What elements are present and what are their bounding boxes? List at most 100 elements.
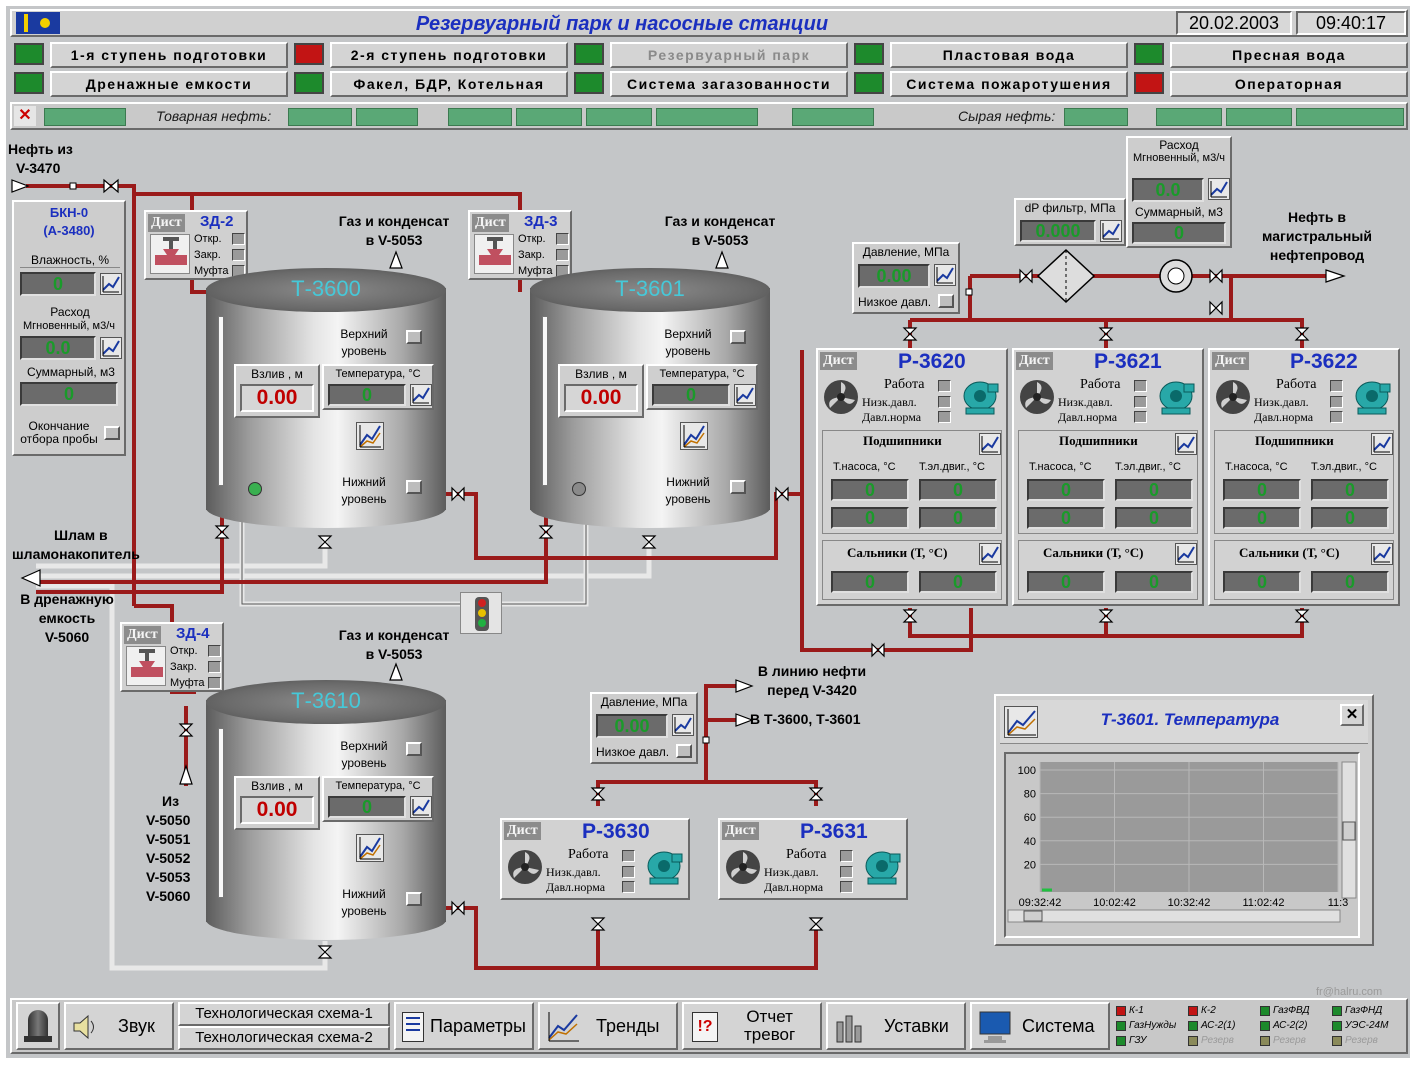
- fan-icon: [1018, 378, 1056, 416]
- from-item: V-5051: [146, 831, 191, 847]
- trend-icon[interactable]: [1175, 543, 1197, 565]
- trend-icon[interactable]: [356, 834, 384, 862]
- trend-icon[interactable]: [1100, 220, 1122, 242]
- trend-icon[interactable]: [356, 422, 384, 450]
- trend-icon[interactable]: [100, 337, 122, 359]
- tank-chip[interactable]: [1296, 108, 1404, 126]
- nav-button[interactable]: Система загазованности: [610, 71, 848, 97]
- tank-chip[interactable]: [516, 108, 582, 126]
- status-led: [574, 72, 604, 94]
- valve-state-label: Закр.: [170, 661, 197, 673]
- tank-chip[interactable]: [1226, 108, 1292, 126]
- trend-icon[interactable]: [410, 796, 432, 818]
- nav-button[interactable]: Пресная вода: [1170, 42, 1408, 68]
- nav-button[interactable]: 1-я ступень подготовки: [50, 42, 288, 68]
- tank-chip[interactable]: [448, 108, 512, 126]
- nav-button[interactable]: Резервуарный парк: [610, 42, 848, 68]
- valve-name: ЗД-3: [524, 213, 558, 230]
- trend-icon[interactable]: [1371, 543, 1393, 565]
- title-bar: Резервуарный парк и насосные станции 20.…: [10, 9, 1408, 37]
- tank-chip[interactable]: [288, 108, 352, 126]
- trend-icon[interactable]: [1208, 178, 1230, 200]
- date-display: 20.02.2003: [1176, 11, 1292, 35]
- alarm-bell-button[interactable]: [16, 1002, 60, 1050]
- valve-icon: [474, 234, 514, 274]
- temp-label: Температура, °С: [335, 780, 421, 792]
- system-button[interactable]: Система: [970, 1002, 1110, 1050]
- nav-button[interactable]: Дренажные емкости: [50, 71, 288, 97]
- legend-item: АС-2(1): [1188, 1019, 1260, 1033]
- upper-level-indicator: [406, 742, 422, 756]
- tank-chip[interactable]: [1156, 108, 1222, 126]
- fill-value: 0.00: [564, 384, 638, 412]
- trend-icon[interactable]: [680, 422, 708, 450]
- tank-chip[interactable]: [586, 108, 652, 126]
- trend-icon[interactable]: [100, 273, 122, 295]
- nav-button[interactable]: Факел, БДР, Котельная: [330, 71, 568, 97]
- tank-bar: ✕ Товарная нефть: Сырая нефть:: [10, 102, 1408, 130]
- trend-icon[interactable]: [1175, 433, 1197, 455]
- legend-item: УЭС-24М: [1332, 1019, 1404, 1033]
- valve-state-label: Закр.: [518, 249, 545, 261]
- trends-button[interactable]: Тренды: [538, 1002, 678, 1050]
- lower-level-indicator: [406, 892, 422, 906]
- scheme2-button[interactable]: Технологическая схема-2: [178, 1026, 390, 1050]
- tank-chip[interactable]: [356, 108, 418, 126]
- trend-icon[interactable]: [934, 264, 956, 286]
- dist-label: Дист: [472, 214, 509, 232]
- nav-button[interactable]: Операторная: [1170, 71, 1408, 97]
- trend-icon[interactable]: [672, 714, 694, 736]
- tank-chip[interactable]: [1064, 108, 1128, 126]
- tank-chip[interactable]: [44, 108, 126, 126]
- bkn-subtitle: (А-3480): [43, 223, 95, 238]
- pump-state-label: Давл.норма: [1254, 410, 1314, 424]
- trend-icon[interactable]: [979, 433, 1001, 455]
- trend-icon[interactable]: [734, 384, 756, 406]
- piping-diagram: [11, 178, 1346, 971]
- nav-button[interactable]: Система пожаротушения: [890, 71, 1128, 97]
- nav-button[interactable]: Пластовая вода: [890, 42, 1128, 68]
- traffic-light-icon[interactable]: [460, 592, 502, 634]
- fill-value: 0.00: [240, 384, 314, 412]
- params-button[interactable]: Параметры: [394, 1002, 534, 1050]
- tank-chip[interactable]: [656, 108, 758, 126]
- valve-icon: [103, 178, 119, 194]
- status-led: [854, 72, 884, 94]
- scheme1-button[interactable]: Технологическая схема-1: [178, 1002, 390, 1026]
- sound-button[interactable]: Звук: [64, 1002, 174, 1050]
- page-title: Резервуарный парк и насосные станции: [415, 13, 829, 35]
- tank-chip[interactable]: [792, 108, 874, 126]
- from-item: V-5052: [146, 850, 191, 866]
- total-label: Суммарный, м3: [27, 365, 115, 379]
- trend-icon[interactable]: [410, 384, 432, 406]
- horizontal-scrollbar: [1007, 909, 1341, 923]
- valve-icon: [451, 900, 465, 916]
- trend-close-button[interactable]: ✕: [1340, 704, 1364, 726]
- nav-button[interactable]: 2-я ступень подготовки: [330, 42, 568, 68]
- line-label-b: В Т-3600, Т-3601: [750, 711, 861, 727]
- trend-icon[interactable]: [979, 543, 1001, 565]
- valve-icon: [1209, 300, 1223, 316]
- settings-button[interactable]: Уставки: [826, 1002, 966, 1050]
- close-icon[interactable]: ✕: [14, 106, 36, 126]
- temp-value: 0: [328, 796, 406, 818]
- trend-icon[interactable]: [1371, 433, 1393, 455]
- valve-icon: [1098, 609, 1114, 623]
